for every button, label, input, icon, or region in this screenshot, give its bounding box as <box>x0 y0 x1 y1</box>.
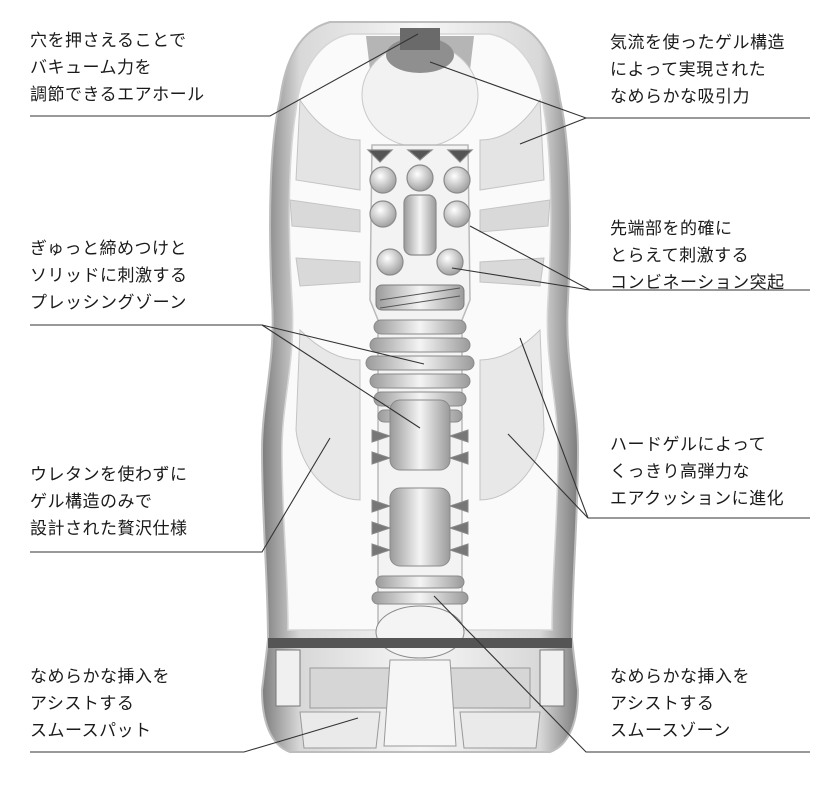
smooth-pad <box>299 711 381 749</box>
callout-leaders <box>30 33 810 753</box>
callout-urethane-free: ウレタンを使わずに ゲル構造のみで 設計された贅沢仕様 <box>30 465 188 539</box>
callout-suction: 気流を使ったゲル構造 によって実現された なめらかな吸引力 <box>610 33 785 107</box>
callout-pressing-zone: ぎゅっと締めつけと ソリッドに刺激する プレッシングゾーン <box>30 239 188 313</box>
callout-air-hole: 穴を押さえることで バキューム力を 調節できるエアホール <box>30 31 205 105</box>
twisted-ribs <box>375 284 465 311</box>
side-gel-fins <box>289 98 551 501</box>
callout-smooth-pad: なめらかな挿入を アシストする スムースパット <box>30 667 170 741</box>
callout-tip-bumps: 先端部を的確に とらえて刺激する コンビネーション突起 <box>610 219 785 293</box>
callout-smooth-zone: なめらかな挿入を アシストする スムースゾーン <box>610 667 750 741</box>
callout-hard-gel: ハードゲルによって くっきり高弾力な エアクッションに進化 <box>610 435 785 509</box>
inner-sleeves <box>371 399 469 567</box>
base-cap <box>268 638 572 749</box>
suction-dome <box>361 28 479 148</box>
